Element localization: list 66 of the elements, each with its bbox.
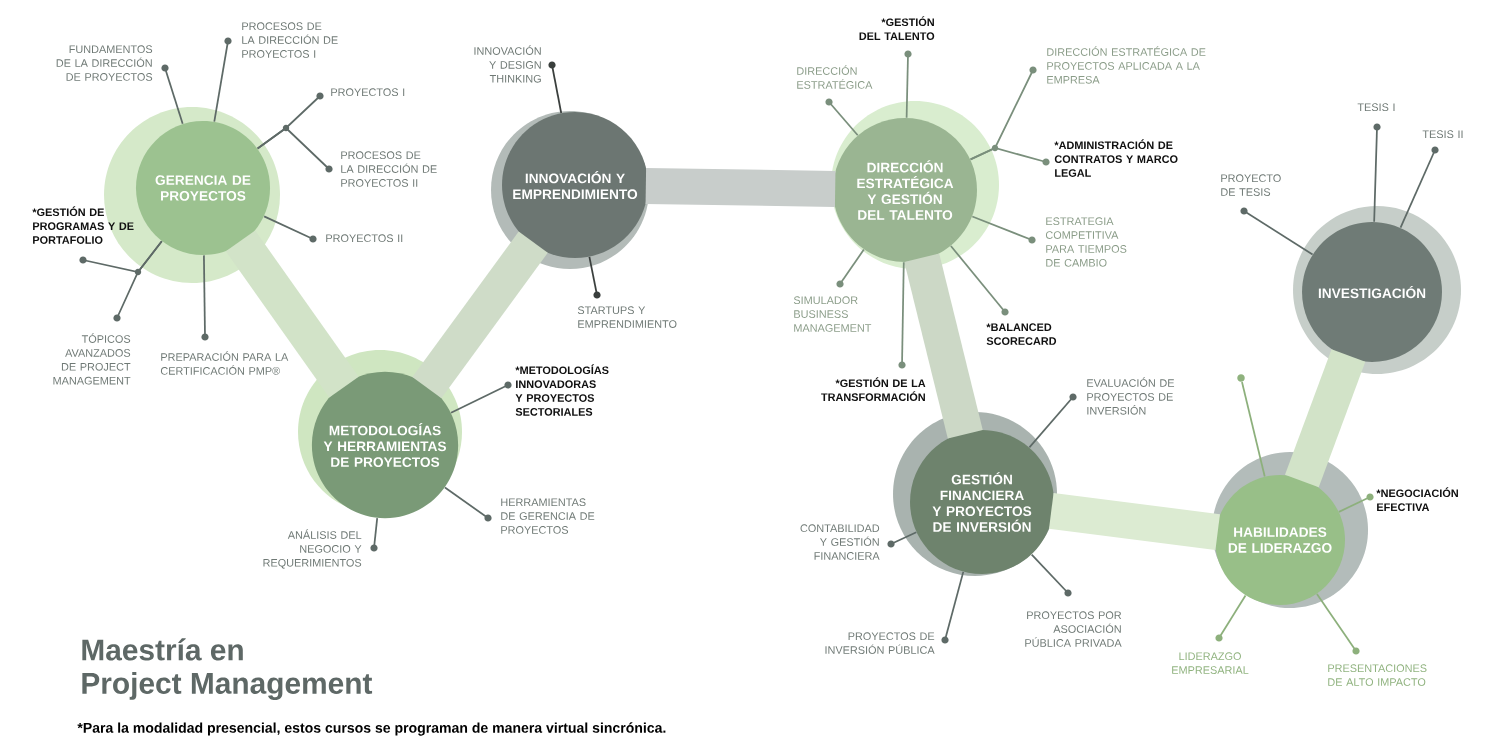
leader-line bbox=[1399, 149, 1436, 229]
leader-line bbox=[444, 486, 489, 519]
leader-line bbox=[901, 261, 905, 366]
course-label: EVALUACIÓN DE PROYECTOS DE INVERSIÓN bbox=[1087, 377, 1175, 415]
leader-line bbox=[1373, 126, 1378, 223]
course-label: STARTUPS Y EMPRENDIMIENTO bbox=[577, 306, 677, 328]
course-label: HERRAMIENTAS DE GERENCIA DE PROYECTOS bbox=[501, 498, 595, 534]
leader-line bbox=[950, 245, 1006, 313]
course-label: PROYECTOS I bbox=[331, 88, 405, 97]
leader-line bbox=[828, 101, 859, 137]
course-label: PROCESOS DE LA DIRECCIÓN DE PROYECTOS II bbox=[341, 151, 437, 187]
footnote: *Para la modalidad presencial, estos cursos se programan de manera virtual sincrónica. bbox=[77, 722, 666, 736]
course-label: TESIS II bbox=[1422, 130, 1463, 139]
course-label: TESIS I bbox=[1357, 103, 1395, 112]
leader-line bbox=[1241, 381, 1266, 478]
leader-line bbox=[971, 215, 1033, 241]
connector-band bbox=[645, 168, 836, 207]
course-label: PROYECTO DE TESIS bbox=[1221, 174, 1281, 196]
course-label: *METODOLOGÍAS INNOVADORAS Y PROYECTOS SECTORIALES bbox=[515, 364, 609, 416]
leader-line bbox=[588, 256, 598, 296]
leader-line bbox=[1243, 210, 1314, 256]
leader-line bbox=[1218, 594, 1247, 639]
course-label: *GESTIÓN DE LA TRANSFORMACIÓN bbox=[821, 377, 926, 401]
leader-line bbox=[373, 517, 379, 549]
leader-line bbox=[256, 126, 330, 170]
leader-line bbox=[890, 531, 918, 545]
leader-line bbox=[551, 64, 563, 114]
course-label: *ADMINISTRACIÓN DE CONTRATOS Y MARCO LEGAL bbox=[1054, 139, 1178, 177]
course-label: PROYECTOS POR ASOCIACIÓN PÚBLICA PRIVADA bbox=[1025, 611, 1122, 647]
course-label: ESTRATEGIA COMPETITIVA PARA TIEMPOS DE CAMBIO bbox=[1045, 217, 1127, 267]
leader-line bbox=[1028, 396, 1074, 449]
course-label: *GESTIÓN DEL TALENTO bbox=[859, 16, 935, 40]
course-label: CONTABILIDAD Y GESTIÓN FINANCIERA bbox=[800, 524, 880, 560]
course-label: DIRECCIÓN ESTRATÉGICA DE PROYECTOS APLICADA A LA EMPRESA bbox=[1047, 46, 1206, 84]
leader-line bbox=[213, 40, 229, 123]
leader-line bbox=[839, 248, 865, 285]
leader-line bbox=[1316, 593, 1357, 652]
leader-line bbox=[1030, 553, 1069, 594]
leader-line bbox=[263, 215, 314, 240]
leader-line bbox=[969, 147, 1047, 163]
connector-band bbox=[1049, 493, 1220, 550]
course-label: PRESENTACIONES DE ALTO IMPACTO bbox=[1328, 664, 1427, 686]
course-label: *NEGOCIACIÓN EFECTIVA bbox=[1376, 487, 1458, 511]
course-label: INNOVACIÓN Y DESIGN THINKING bbox=[474, 45, 541, 83]
leader-line bbox=[1338, 496, 1371, 513]
course-label: FUNDAMENTOS DE LA DIRECCIÓN DE PROYECTOS bbox=[56, 45, 153, 81]
connector-band bbox=[904, 253, 983, 439]
course-label: PROYECTOS II bbox=[326, 234, 403, 243]
course-label: LIDERAZGO EMPRESARIAL bbox=[1172, 652, 1249, 674]
leader-line bbox=[944, 571, 965, 641]
course-label: ANÁLISIS DEL NEGOCIO Y REQUERIMIENTOS bbox=[263, 529, 362, 569]
course-label: PREPARACIÓN PARA LA CERTIFICACIÓN PMP® bbox=[160, 351, 289, 375]
course-label: *BALANCED SCORECARD bbox=[986, 323, 1057, 345]
title: Maestría en Project Management bbox=[82, 638, 373, 700]
course-label: DIRECCIÓN ESTRATÉGICA bbox=[797, 65, 873, 89]
leader-line bbox=[82, 240, 163, 273]
course-label: *GESTIÓN DE PROGRAMAS Y DE PORTAFOLIO bbox=[32, 206, 134, 244]
course-label: SIMULADOR BUSINESS MANAGEMENT bbox=[793, 296, 872, 332]
course-label: PROCESOS DE LA DIRECCIÓN DE PROYECTOS I bbox=[242, 22, 338, 58]
course-label: TÓPICOS AVANZADOS DE PROJECT MANAGEMENT bbox=[53, 333, 131, 385]
leader-line bbox=[164, 67, 184, 125]
leader-line bbox=[905, 53, 909, 119]
course-label: PROYECTOS DE INVERSIÓN PÚBLICA bbox=[825, 632, 935, 654]
leader-line bbox=[203, 254, 206, 338]
leader-line bbox=[450, 384, 509, 414]
connector-band bbox=[412, 231, 548, 399]
